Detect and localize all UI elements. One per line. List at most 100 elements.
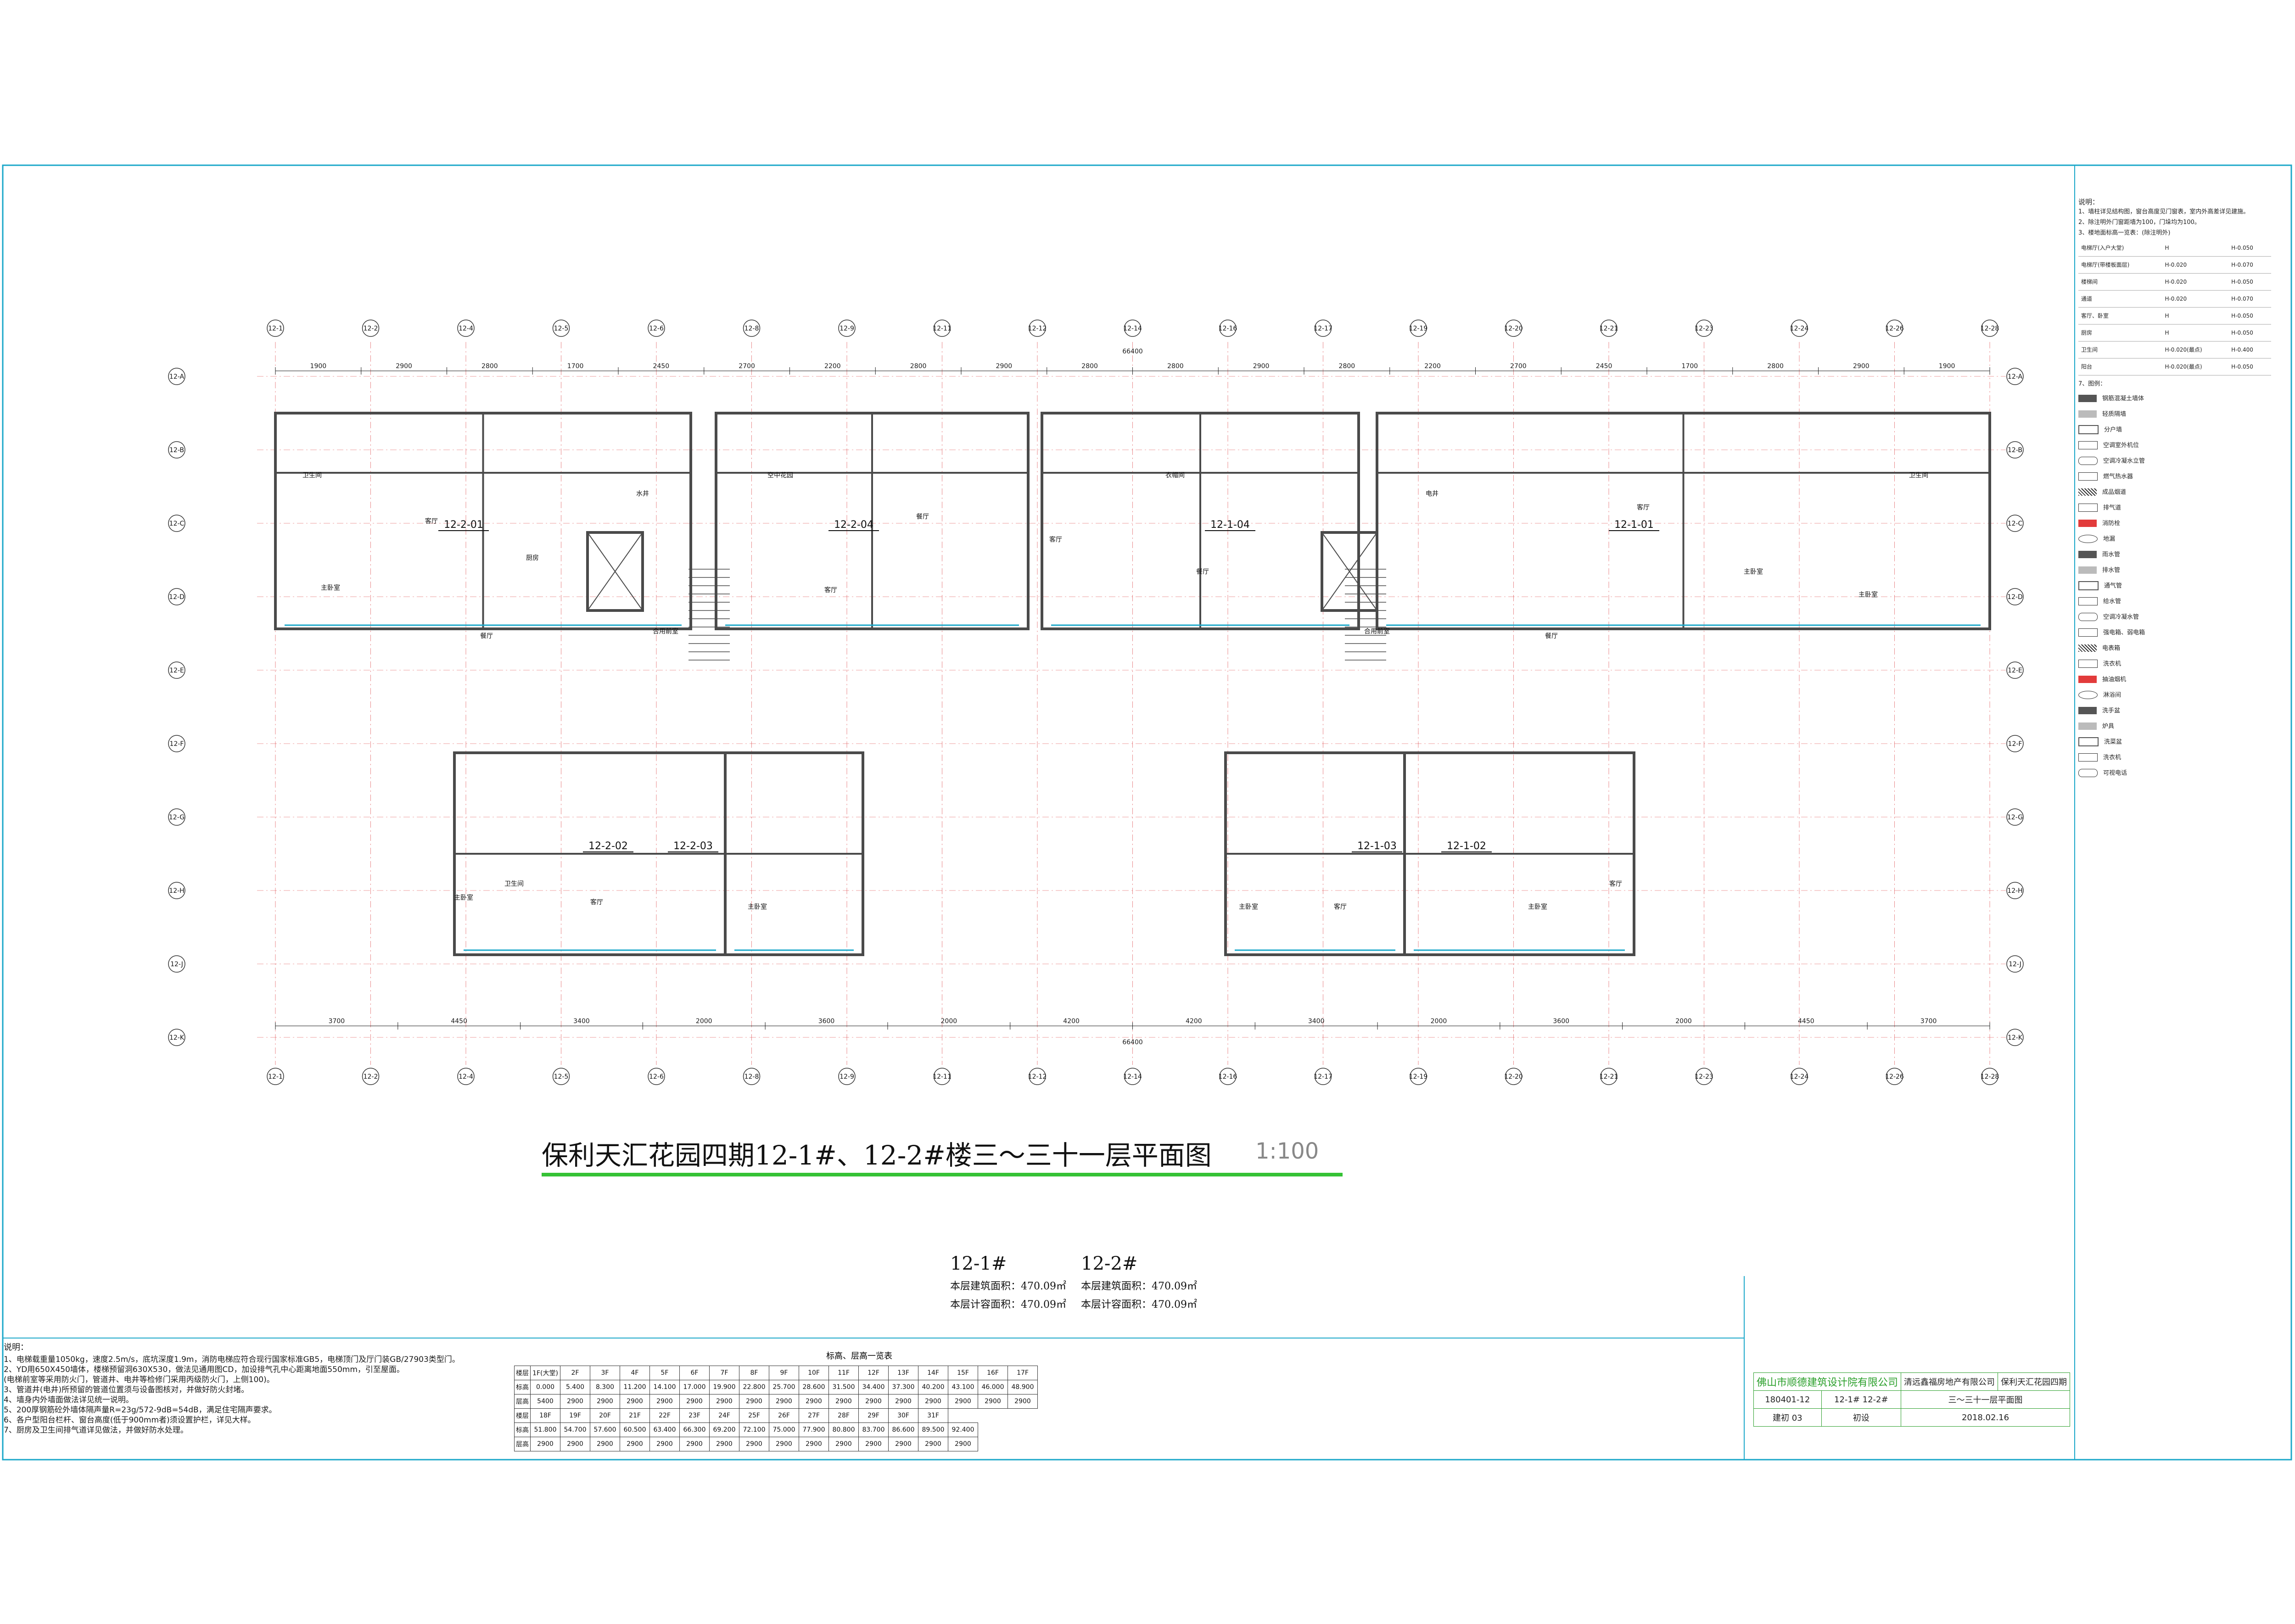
axis-label: 12-14 — [1123, 325, 1142, 332]
note-item: 2、YD用650X450墙体，楼梯预留洞630X530，做法见通用图CD，加设排… — [4, 1365, 404, 1374]
level-cell: 29F — [858, 1408, 889, 1423]
room-label: 餐厅 — [480, 633, 493, 640]
level-cell: 77.900 — [799, 1422, 829, 1437]
level-cell: 37.300 — [888, 1380, 918, 1394]
drawing-scale: 1:100 — [1255, 1138, 1319, 1164]
axis-label: 12-1 — [268, 1073, 283, 1081]
axis-label: 12-A — [169, 373, 185, 381]
axis-label: 12-19 — [1409, 325, 1428, 332]
overall-dim-bottom: 66400 — [1122, 1039, 1143, 1046]
legend-label: 抽油烟机 — [2102, 676, 2127, 683]
unit-tag-top: 12-2-01 — [444, 519, 483, 531]
dim-value: 2000 — [696, 1018, 712, 1025]
axis-bubble — [1219, 319, 1237, 337]
legend-label: 淋浴间 — [2103, 691, 2121, 699]
elevation-cell: H — [2162, 307, 2229, 325]
axis-bubble — [168, 735, 185, 752]
legend-label: 强电箱、弱电箱 — [2103, 629, 2145, 636]
legend-row: 燃气热水器 — [2078, 469, 2280, 484]
level-cell: 1F(大堂) — [530, 1366, 560, 1380]
level-cell: 2900 — [828, 1394, 859, 1409]
legend-label: 成品烟道 — [2102, 488, 2127, 496]
axis-bubble — [1981, 319, 1998, 337]
level-cell: 22.800 — [739, 1380, 769, 1394]
level-cell: 11.200 — [620, 1380, 650, 1394]
legend-swatch — [2078, 628, 2098, 637]
legend-label: 炉具 — [2102, 722, 2115, 730]
dim-value: 1700 — [1682, 363, 1698, 370]
legend-row: 排水管 — [2078, 562, 2280, 578]
elevation-cell: H-0.020(最点) — [2162, 341, 2229, 358]
axis-bubble — [1124, 319, 1142, 337]
legend-row: 可视电话 — [2078, 765, 2280, 781]
axis-bubble — [1505, 319, 1523, 337]
level-cell: 13F — [888, 1366, 918, 1380]
unit-tag-top: 12-1-04 — [1210, 519, 1250, 531]
axis-label: 12-28 — [1981, 1073, 1999, 1081]
level-cell: 2900 — [799, 1394, 829, 1409]
level-cell: 8F — [739, 1366, 769, 1380]
axis-bubble — [2006, 515, 2024, 532]
axis-bubble — [552, 319, 570, 337]
axis-label: 12-K — [169, 1034, 185, 1042]
axis-bubble — [1886, 319, 1903, 337]
axis-label: 12-2 — [364, 325, 378, 332]
legend-row: 空调冷凝水管 — [2078, 609, 2280, 625]
room-label: 合用前室 — [653, 627, 678, 635]
dim-value: 1700 — [567, 363, 584, 370]
axis-label: 12-5 — [554, 325, 569, 332]
level-cell: 2900 — [739, 1394, 769, 1409]
level-cell: 17F — [1008, 1366, 1038, 1380]
unit-tag-bottom: 12-2-02 — [588, 840, 628, 852]
legend-label: 洗衣机 — [2103, 754, 2121, 761]
level-cell: 5400 — [530, 1394, 560, 1409]
level-cell: 2900 — [679, 1437, 710, 1451]
tb-building: 12-1# 12-2# — [1821, 1390, 1902, 1409]
room-label: 空中花园 — [767, 472, 793, 479]
axis-label: 12-4 — [459, 325, 473, 332]
room-label: 客厅 — [590, 898, 603, 906]
axis-label: 12-E — [169, 667, 184, 674]
legend-swatch — [2078, 425, 2099, 434]
area-summary-12-2: 12-2# 本层建筑面积：470.09㎡ 本层计容面积：470.09㎡ — [1081, 1253, 1197, 1311]
axis-label: 12-B — [2008, 447, 2022, 454]
dim-value: 4450 — [451, 1018, 467, 1025]
level-cell: 2900 — [948, 1437, 978, 1451]
general-notes: 说明： 1、电梯载重量1050kg，速度2.5m/s，底坑深度1.9m，消防电梯… — [4, 1343, 509, 1435]
elevation-cell: 电梯厅(带楼板面层) — [2078, 256, 2162, 274]
level-cell: 83.700 — [858, 1422, 889, 1437]
legend-row: 排气道 — [2078, 500, 2280, 515]
level-cell: 2900 — [858, 1437, 889, 1451]
level-cell: 3F — [590, 1366, 620, 1380]
note-item: 1、电梯载重量1050kg，速度2.5m/s，底坑深度1.9m，消防电梯应符合现… — [4, 1355, 460, 1364]
level-cell: 2900 — [918, 1394, 948, 1409]
legend-label: 洗手盆 — [2102, 707, 2121, 714]
axis-label: 12-11 — [933, 325, 952, 332]
room-label: 主卧室 — [1744, 568, 1763, 576]
level-cell: 2900 — [799, 1437, 829, 1451]
level-cell: 34.400 — [858, 1380, 889, 1394]
level-cell: 2900 — [620, 1394, 650, 1409]
axis-label: 12-16 — [1219, 1073, 1237, 1081]
legend-row: 分户墙 — [2078, 422, 2280, 437]
level-cell: 2900 — [739, 1437, 769, 1451]
level-cell: 2900 — [530, 1437, 560, 1451]
dim-value: 4200 — [1186, 1018, 1202, 1025]
notes-title: 说明： — [4, 1343, 28, 1352]
legend-label: 排气道 — [2103, 504, 2121, 511]
axis-bubble — [1600, 319, 1618, 337]
axis-bubble — [1124, 1068, 1142, 1085]
area-summary-12-1: 12-1# 本层建筑面积：470.09㎡ 本层计容面积：470.09㎡ — [950, 1253, 1066, 1311]
axis-label: 12-24 — [1790, 1073, 1809, 1081]
axis-label: 12-D — [169, 594, 185, 601]
room-label: 电井 — [1426, 490, 1439, 498]
legend-row: 洗菜盆 — [2078, 734, 2280, 750]
dim-value: 2800 — [1339, 363, 1355, 370]
axis-bubble — [743, 1068, 761, 1085]
elevation-cell: H-0.050 — [2228, 273, 2271, 291]
legend-row: 钢筋混凝土墙体 — [2078, 391, 2280, 406]
level-cell: 6F — [679, 1366, 710, 1380]
